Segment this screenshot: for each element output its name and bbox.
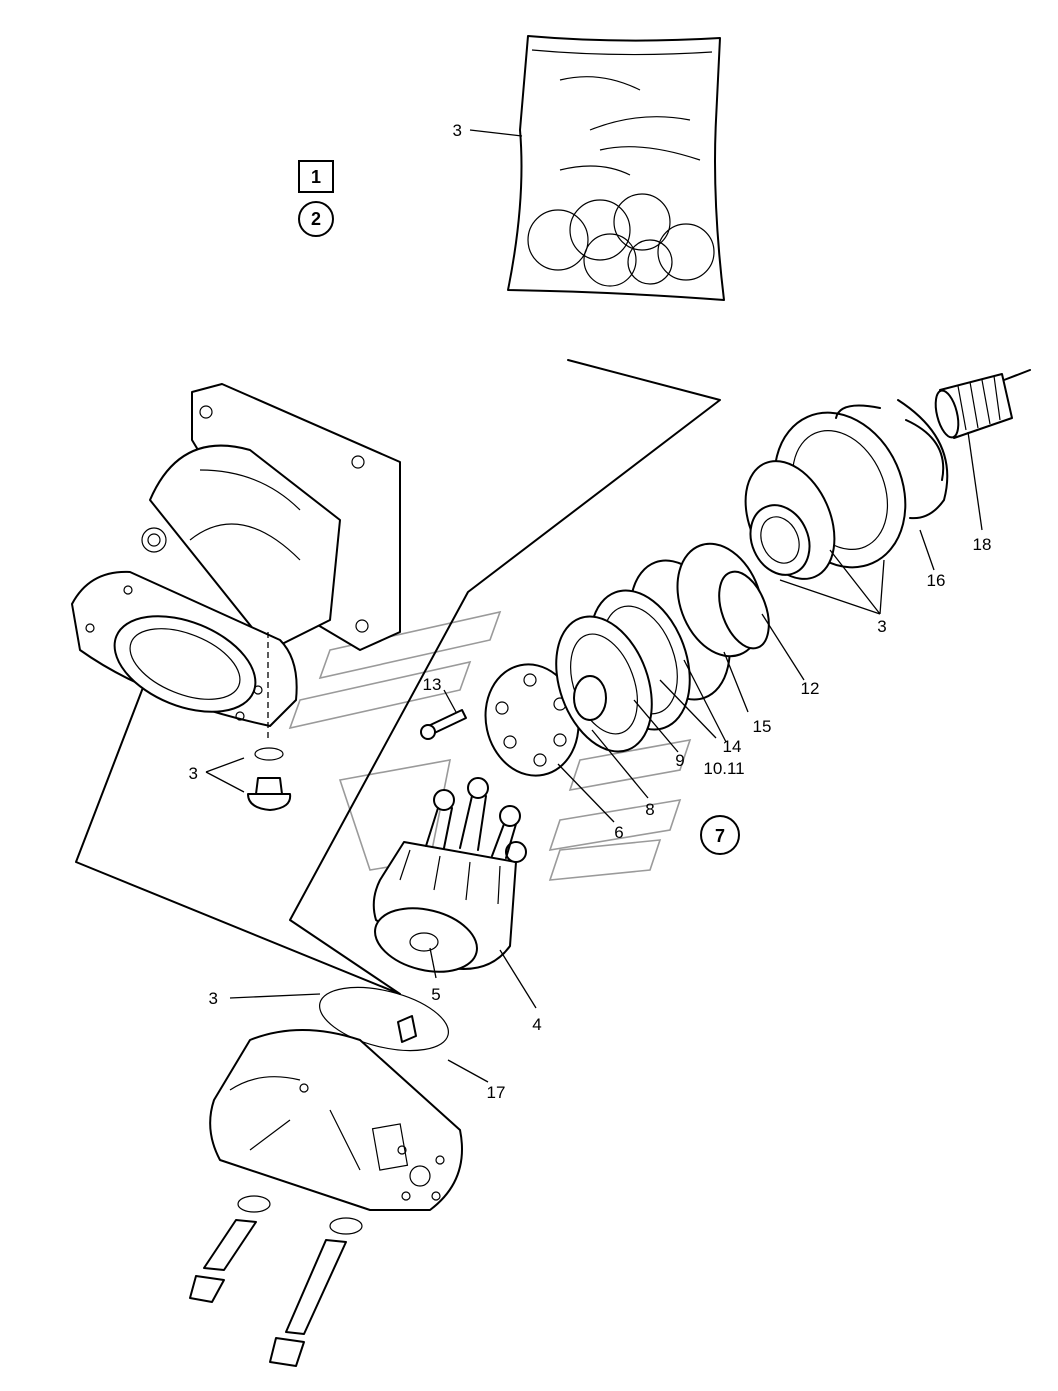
part-labels: 3 3 13 5 4 6 8 9 10.11 14 15 12 3 16 18 … (189, 121, 992, 1102)
o-ring-and-pin (319, 986, 449, 1052)
label-16: 16 (927, 571, 946, 590)
label-4: 4 (532, 1015, 541, 1034)
label-13: 13 (423, 675, 442, 694)
drive-shaft (934, 369, 1031, 439)
label-17: 17 (487, 1083, 506, 1102)
label-15: 15 (753, 717, 772, 736)
ref-circle-7: 7 (700, 815, 740, 855)
bearing-stack (555, 542, 770, 753)
assembly-outline (75, 359, 721, 995)
label-3-plug: 3 (189, 764, 198, 783)
label-3-bag: 3 (453, 121, 462, 140)
ref-circle-2: 2 (298, 201, 334, 237)
ref-box-1: 1 (298, 160, 334, 193)
seal-kit-bag (507, 35, 725, 301)
ref-box-1-label: 1 (311, 167, 321, 187)
cylinder-block (372, 841, 517, 973)
motor-housing (71, 383, 401, 740)
label-10-11: 10.11 (703, 759, 744, 778)
front-bearing-housing (744, 399, 949, 580)
ref-circle-2-label: 2 (311, 209, 321, 229)
port-cover (209, 1029, 463, 1211)
label-6: 6 (614, 823, 623, 842)
label-18: 18 (973, 535, 992, 554)
ref-circle-7-label: 7 (715, 826, 725, 846)
label-3-bearing: 3 (877, 617, 886, 636)
label-12: 12 (801, 679, 820, 698)
cover-screws (189, 1195, 363, 1367)
label-14: 14 (723, 737, 742, 756)
leader-lines (205, 129, 983, 1083)
label-5: 5 (431, 985, 440, 1004)
label-9: 9 (675, 751, 684, 770)
drain-plug (247, 747, 292, 811)
screw-13 (420, 709, 467, 740)
label-3-ring: 3 (209, 989, 218, 1008)
pistons (425, 777, 527, 863)
label-8: 8 (645, 800, 654, 819)
